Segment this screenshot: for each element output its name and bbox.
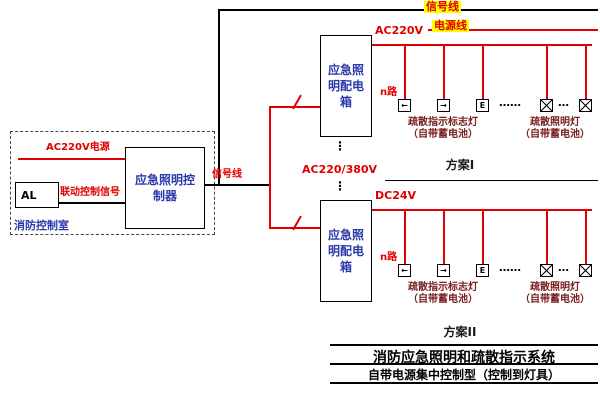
caption-line: 疏散指示标志灯 [408,117,478,128]
signal-bus-riser-line [218,9,220,186]
drop-line [546,211,548,265]
evacuation-sign-caption: 疏散指示标志灯 （自带蓄电池） [388,117,498,141]
luminaire-icon [540,99,553,112]
controller-signal-line [205,184,270,186]
sign-glyph: ← [401,101,408,110]
emergency-lighting-controller-box: 应急照明控制器 [125,147,205,229]
evacuation-sign-icon: ← [398,264,411,277]
evacuation-sign-icon: → [437,99,450,112]
scheme-separator-line [385,180,598,181]
drop-line [404,211,406,265]
evacuation-sign-caption: 疏散指示标志灯 （自带蓄电池） [388,282,498,306]
fire-control-room-label: 消防控制室 [14,219,69,232]
drop-line [482,211,484,265]
luminaire-icon [540,264,553,277]
al-panel-label: AL [21,188,37,202]
legend-power-label: 电源线 [432,19,469,33]
luminaire-caption: 疏散照明灯 （自带蓄电池） [510,282,600,306]
scheme-label: 方案II [443,325,477,339]
luminaire-icon [579,264,592,277]
sign-glyph: E [479,266,486,275]
devices-ellipsis: …… [499,261,521,274]
controller-signal-label: 信号线 [212,169,242,180]
drop-line [585,46,587,100]
caption-line: 疏散指示标志灯 [408,282,478,293]
drop-line [443,211,445,265]
al-panel-box: AL [15,182,59,208]
n-circuits-label: n路 [380,252,398,263]
distribution-box: 应急照明配电箱 [320,35,372,137]
ac-power-line [18,158,125,160]
continuation-dots: ⋮ [334,139,346,153]
sign-glyph: ← [401,266,408,275]
voltage-label: DC24V [375,189,417,202]
mid-voltage-label: AC220/380V [302,163,378,176]
sign-glyph: → [440,101,447,110]
distribution-box-label: 应急照明配电箱 [327,62,364,110]
ac-power-label: AC220V电源 [46,142,110,153]
legend-signal-label: 信号线 [424,0,461,14]
continuation-dots: ⋮ [334,179,346,193]
linkage-signal-label: 联动控制信号 [60,187,120,198]
distribution-box: 应急照明配电箱 [320,200,372,302]
evacuation-sign-icon: E [476,264,489,277]
caption-line: 疏散照明灯 [530,282,580,293]
branch-power-line [372,209,592,211]
branch-scheme-1: 应急照明配电箱 AC220V n路 ← → E …… … 疏散指示标志灯 （自带… [0,0,600,175]
scheme-label: 方案I [445,158,475,172]
n-circuits-label: n路 [380,87,398,98]
caption-line: （自带蓄电池） [408,129,478,140]
title-block-middle-line [330,363,598,365]
sign-glyph: E [479,101,486,110]
drop-line [482,46,484,100]
devices-ellipsis: … [558,96,569,109]
caption-line: 疏散照明灯 [530,117,580,128]
distribution-box-label: 应急照明配电箱 [327,227,364,275]
emergency-lighting-controller-label: 应急照明控制器 [134,172,195,203]
power-trunk-line [269,106,271,229]
luminaire-caption: 疏散照明灯 （自带蓄电池） [510,117,600,141]
branch-power-line [372,44,592,46]
sign-glyph: → [440,266,447,275]
drop-line [404,46,406,100]
luminaire-icon [579,99,592,112]
voltage-label: AC220V [375,24,424,37]
devices-ellipsis: …… [499,96,521,109]
drop-line [443,46,445,100]
diagram-title: 消防应急照明和疏散指示系统 [373,350,555,366]
caption-line: （自带蓄电池） [520,294,590,305]
drop-line [546,46,548,100]
evacuation-sign-icon: ← [398,99,411,112]
fire-control-room-box [10,131,215,235]
signal-bus-line [218,9,598,11]
caption-line: （自带蓄电池） [408,294,478,305]
linkage-signal-line [59,202,125,204]
power-bus-line [428,29,598,31]
evacuation-sign-icon: → [437,264,450,277]
drop-line [585,211,587,265]
evacuation-sign-icon: E [476,99,489,112]
diagram-subtitle: 自带电源集中控制型（控制到灯具） [367,368,560,382]
branch-scheme-2: 应急照明配电箱 DC24V n路 ← → E …… … 疏散指示标志灯 （自带蓄… [0,165,600,340]
devices-ellipsis: … [558,261,569,274]
title-block-bottom-line [330,382,598,384]
title-block-top-line [330,344,598,346]
caption-line: （自带蓄电池） [520,129,590,140]
